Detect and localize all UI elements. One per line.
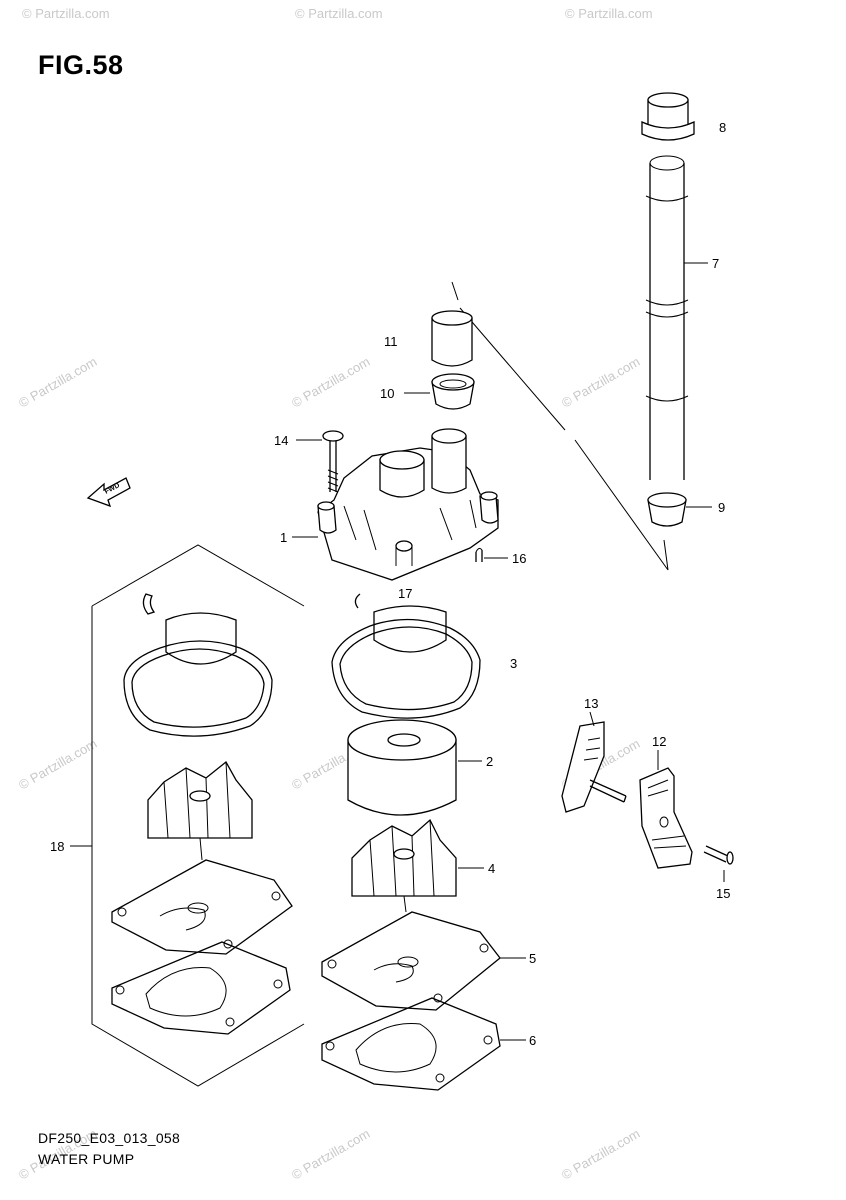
part-6-gasket [321, 997, 501, 1091]
part-8-sleeve [641, 92, 695, 141]
kit-18-lower-gasket [111, 941, 291, 1035]
figure-title: FIG.58 [38, 50, 124, 80]
label-part-15: 15 [716, 886, 730, 901]
part-9-grommet [647, 492, 687, 527]
label-part-5: 5 [529, 951, 536, 966]
label-part-18: 18 [50, 839, 64, 854]
part-12-grommet [639, 767, 693, 869]
part-2-liner [347, 719, 457, 816]
part-7-water-tube [645, 155, 689, 480]
label-part-11: 11 [384, 334, 398, 349]
fwd-arrow-icon: FWD [86, 477, 131, 508]
watermark: © Partzilla.com [559, 354, 642, 411]
leader-lines [70, 262, 725, 1041]
watermark: © Partzilla.com [289, 1126, 372, 1183]
part-10-grommet [431, 373, 475, 410]
label-part-16: 16 [512, 551, 526, 566]
part-16-pin [475, 547, 483, 562]
watermark: © Partzilla.com [16, 736, 99, 793]
kit-18-gasket [123, 612, 273, 737]
label-part-14: 14 [274, 433, 288, 448]
kit-key [142, 593, 156, 615]
label-part-4: 4 [488, 861, 495, 876]
part-3-gasket [331, 605, 481, 719]
label-part-10: 10 [380, 386, 394, 401]
part-14-bolt [322, 430, 344, 493]
label-part-2: 2 [486, 754, 493, 769]
part-4-impeller [351, 818, 457, 913]
label-part-13: 13 [584, 696, 598, 711]
watermark: © Partzilla.com [289, 354, 372, 411]
diagram-code: DF250_E03_013_058 [38, 1130, 181, 1146]
watermark: © Partzilla.com [16, 354, 99, 411]
part-1-pump-case [317, 428, 499, 581]
part-5-plate [321, 911, 501, 1011]
part-13-clip [561, 721, 627, 813]
label-part-6: 6 [529, 1033, 536, 1048]
diagram-name: WATER PUMP [38, 1151, 135, 1167]
reference-line [451, 281, 669, 571]
kit-18-plate [111, 859, 293, 955]
label-part-9: 9 [718, 500, 725, 515]
label-part-8: 8 [719, 120, 726, 135]
label-part-7: 7 [712, 256, 719, 271]
label-part-3: 3 [510, 656, 517, 671]
part-15-screw [703, 845, 734, 865]
watermark: © Partzilla.com [295, 6, 383, 21]
watermark: © Partzilla.com [22, 6, 110, 21]
watermark: © Partzilla.com [565, 6, 653, 21]
part-11-seal [431, 310, 473, 367]
part-17-key [354, 593, 361, 609]
label-part-12: 12 [652, 734, 666, 749]
watermark: © Partzilla.com [559, 1126, 642, 1183]
label-part-17: 17 [398, 586, 412, 601]
kit-18-frame [91, 544, 305, 1087]
kit-18-impeller [147, 761, 253, 861]
label-part-1: 1 [280, 530, 287, 545]
part-labels: 1 2 3 4 5 6 7 8 9 10 11 12 13 14 15 16 1… [50, 120, 730, 1048]
